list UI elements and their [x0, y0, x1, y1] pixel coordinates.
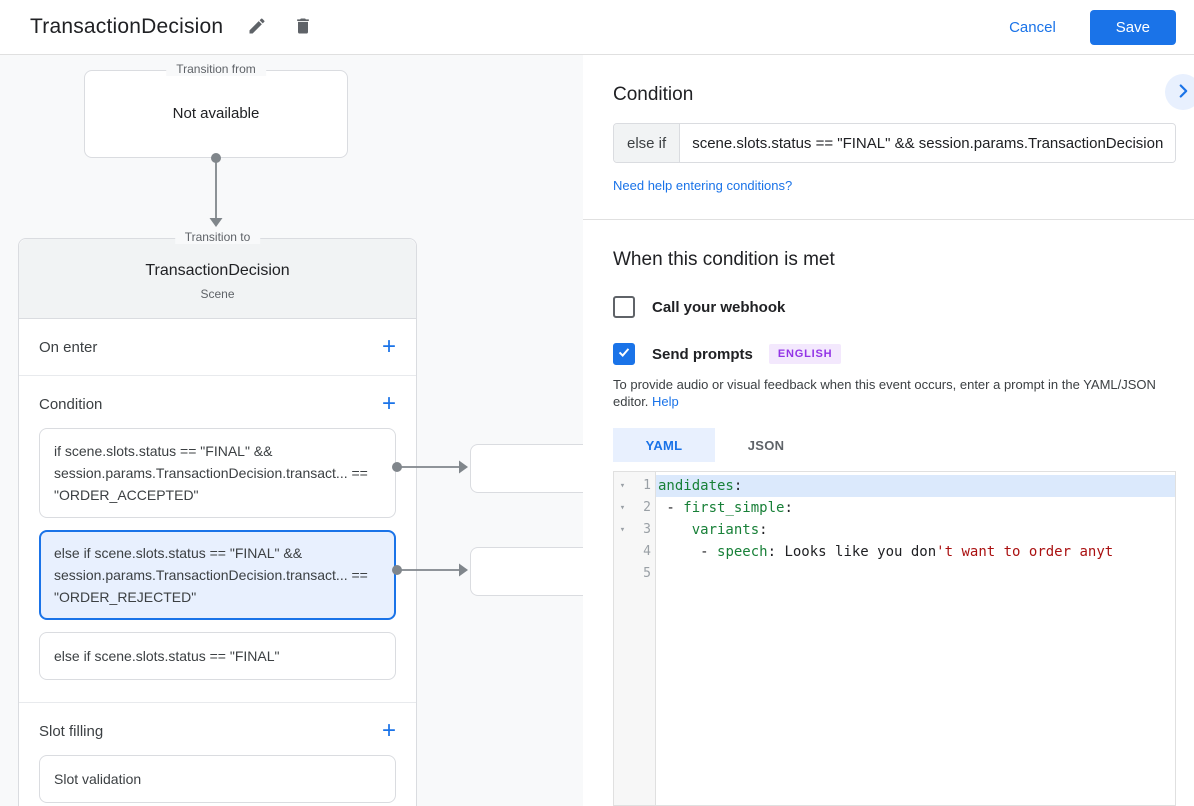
fold-arrow-icon	[614, 563, 631, 585]
editor-format-tabs: YAML JSON	[613, 428, 1176, 462]
transition-target-box-2[interactable]	[470, 547, 583, 596]
help-link[interactable]: Help	[652, 394, 679, 409]
code-line[interactable]: andidates:	[656, 475, 1175, 497]
scene-header: TransactionDecision Scene	[19, 239, 416, 319]
pencil-icon	[247, 16, 267, 39]
condition-met-section: When this condition is met Call your web…	[583, 249, 1194, 806]
condition-expression-field: else if	[613, 123, 1176, 163]
condition-section: Condition + if scene.slots.status == "FI…	[19, 376, 416, 703]
editor-code-area[interactable]: andidates: - first_simple: variants: - s…	[656, 472, 1175, 805]
condition-card-accepted[interactable]: if scene.slots.status == "FINAL" && sess…	[39, 428, 396, 518]
tab-yaml[interactable]: YAML	[613, 428, 715, 462]
transition-from-legend: Transition from	[166, 62, 266, 76]
slot-filling-label: Slot filling	[39, 722, 104, 740]
cancel-button[interactable]: Cancel	[1009, 18, 1056, 36]
webhook-row: Call your webhook	[613, 296, 1176, 318]
slot-filling-section: Slot filling + Slot validation	[19, 703, 416, 806]
on-enter-row: On enter +	[19, 319, 416, 376]
condition-prefix: else if	[614, 124, 681, 162]
line-number: 1	[643, 478, 651, 493]
page-title: TransactionDecision	[30, 15, 224, 38]
transition-to-legend: Transition to	[174, 230, 261, 244]
condition-detail-panel: Condition else if Need help entering con…	[583, 55, 1194, 806]
save-button[interactable]: Save	[1089, 9, 1176, 45]
top-bar: TransactionDecision Cancel Save	[0, 0, 1194, 55]
scene-graph-canvas: Transition from Not available Transition…	[0, 55, 583, 806]
scene-title: TransactionDecision	[145, 262, 290, 279]
line-number: 2	[643, 500, 651, 515]
webhook-checkbox[interactable]	[613, 296, 635, 318]
editor-hint: To provide audio or visual feedback when…	[613, 376, 1176, 410]
editor-gutter: ▾ 1 ▾ 2 ▾ 3 4 5	[614, 472, 656, 805]
send-prompts-row: Send prompts ENGLISH	[613, 343, 1176, 365]
fold-arrow-icon[interactable]: ▾	[619, 503, 626, 513]
code-line[interactable]: - first_simple:	[658, 500, 793, 516]
line-number: 4	[643, 544, 651, 559]
transition-from-value: Not available	[172, 105, 260, 122]
slot-validation-card[interactable]: Slot validation	[39, 755, 396, 803]
send-prompts-label: Send prompts	[652, 345, 753, 363]
transition-from-node: Transition from Not available	[84, 62, 348, 158]
fold-arrow-icon	[614, 541, 631, 563]
scene-subtitle: Scene	[200, 287, 235, 301]
line-number: 3	[643, 522, 651, 537]
editor-hint-text: To provide audio or visual feedback when…	[613, 377, 1156, 409]
delete-scene-button[interactable]	[291, 15, 315, 39]
condition-card-final[interactable]: else if scene.slots.status == "FINAL"	[39, 632, 396, 680]
tab-json[interactable]: JSON	[715, 428, 817, 462]
code-line[interactable]: - speech: Looks like you don't want to o…	[658, 544, 1114, 560]
fold-arrow-icon[interactable]: ▾	[619, 481, 626, 491]
condition-expression-input[interactable]	[680, 124, 1175, 162]
condition-editor-section: Condition else if Need help entering con…	[583, 55, 1194, 219]
webhook-label: Call your webhook	[652, 298, 786, 316]
code-line[interactable]	[656, 563, 1175, 585]
when-condition-heading: When this condition is met	[613, 249, 835, 270]
code-line[interactable]: variants:	[691, 522, 768, 538]
send-prompts-checkbox[interactable]	[613, 343, 635, 365]
language-badge: ENGLISH	[768, 344, 842, 364]
on-enter-label: On enter	[39, 338, 98, 356]
add-slot-button[interactable]: +	[381, 717, 396, 744]
condition-section-label: Condition	[39, 395, 103, 413]
add-condition-button[interactable]: +	[381, 390, 396, 417]
condition-help-link[interactable]: Need help entering conditions?	[613, 178, 793, 193]
yaml-code-editor[interactable]: ▾ 1 ▾ 2 ▾ 3 4 5 andidates: - first_simple: vari…	[613, 471, 1176, 806]
edit-title-button[interactable]	[245, 15, 269, 39]
checkmark-icon	[616, 344, 632, 365]
fold-arrow-icon[interactable]: ▾	[619, 525, 626, 535]
condition-card-rejected[interactable]: else if scene.slots.status == "FINAL" &&…	[39, 530, 396, 620]
trash-icon	[293, 16, 313, 39]
condition-heading: Condition	[613, 84, 694, 105]
panel-divider	[583, 219, 1194, 220]
add-on-enter-button[interactable]: +	[381, 333, 396, 360]
chevron-right-icon	[1172, 80, 1194, 105]
transition-target-box-1[interactable]	[470, 444, 583, 493]
collapse-panel-button[interactable]	[1165, 74, 1194, 110]
line-number: 5	[643, 566, 651, 581]
transition-to-node: Transition to TransactionDecision Scene …	[18, 230, 417, 806]
